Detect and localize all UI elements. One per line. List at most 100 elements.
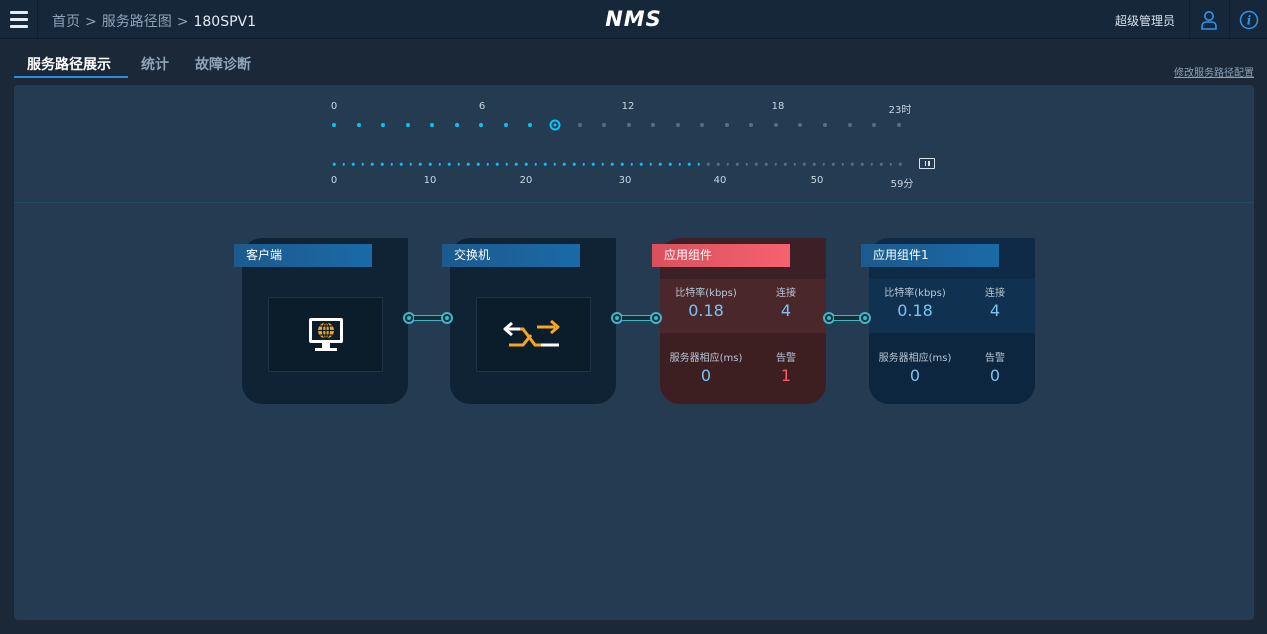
minute-marker[interactable] [879, 162, 883, 166]
minute-marker[interactable] [755, 162, 758, 166]
hour-marker[interactable] [700, 123, 705, 127]
modify-service-path-config-link[interactable]: 修改服务路径配置 [1174, 68, 1254, 79]
hour-marker[interactable] [823, 123, 827, 127]
hour-marker[interactable] [896, 123, 901, 127]
minute-marker[interactable] [870, 162, 873, 166]
hour-marker[interactable] [651, 123, 656, 127]
user-icon[interactable] [1189, 0, 1227, 39]
minute-marker[interactable] [716, 162, 720, 166]
minute-marker[interactable] [831, 162, 835, 166]
hour-marker[interactable] [798, 123, 803, 127]
path-node-app-component[interactable]: 比特率(kbps) 0.18 连接 4 服务器相应(ms) 0 告警 1 应用组… [652, 238, 826, 404]
breadcrumb-home[interactable]: 首页 [52, 14, 80, 30]
minute-marker[interactable] [563, 162, 566, 166]
minute-marker[interactable] [735, 162, 739, 166]
tab-fault-diagnosis[interactable]: 故障诊断 [195, 57, 251, 73]
minute-marker[interactable] [620, 162, 624, 166]
minute-marker[interactable] [399, 162, 403, 166]
hour-marker[interactable] [773, 123, 778, 127]
minute-marker[interactable] [390, 162, 393, 166]
minute-marker[interactable] [899, 162, 902, 166]
minute-marker[interactable] [543, 162, 547, 166]
minute-tick-label: 30 [618, 175, 632, 186]
hour-marker[interactable] [847, 123, 852, 127]
minute-marker[interactable] [505, 162, 509, 166]
hour-marker-current[interactable] [549, 119, 561, 131]
minute-marker[interactable] [419, 162, 422, 166]
minute-marker[interactable] [697, 162, 701, 166]
minute-marker[interactable] [380, 162, 384, 166]
user-name[interactable]: 超级管理员 [1114, 14, 1175, 28]
minute-marker[interactable] [678, 162, 681, 166]
minute-marker[interactable] [371, 162, 374, 166]
minute-marker[interactable] [351, 162, 355, 166]
hour-marker[interactable] [381, 123, 386, 127]
minute-marker[interactable] [495, 162, 499, 166]
hour-marker[interactable] [356, 123, 361, 127]
hour-marker[interactable] [626, 123, 631, 127]
minute-marker[interactable] [764, 162, 768, 166]
minute-marker[interactable] [841, 162, 845, 166]
minute-marker[interactable] [889, 162, 893, 166]
minute-marker[interactable] [726, 162, 729, 166]
minute-marker[interactable] [591, 162, 595, 166]
breadcrumb-service-path[interactable]: 服务路径图 [101, 14, 172, 30]
minute-marker[interactable] [515, 162, 518, 166]
minute-marker[interactable] [572, 162, 576, 166]
minute-marker[interactable] [783, 162, 787, 166]
minute-marker[interactable] [553, 162, 557, 166]
hour-marker[interactable] [528, 123, 533, 127]
menu-icon[interactable] [0, 0, 38, 39]
hour-marker[interactable] [430, 123, 435, 127]
minute-marker[interactable] [822, 162, 825, 166]
hour-marker[interactable] [872, 123, 877, 127]
minute-marker[interactable] [486, 162, 489, 166]
path-node-client[interactable]: 客户端 [234, 238, 408, 404]
hour-marker[interactable] [602, 123, 607, 127]
hour-marker[interactable] [503, 123, 508, 127]
minute-marker[interactable] [639, 162, 643, 166]
hour-marker[interactable] [749, 123, 754, 127]
info-icon[interactable]: i [1229, 0, 1267, 39]
minute-marker[interactable] [457, 162, 461, 166]
minute-marker[interactable] [409, 162, 413, 166]
minute-marker[interactable] [803, 162, 806, 166]
minute-marker[interactable] [582, 162, 585, 166]
minute-marker[interactable] [534, 162, 537, 166]
minute-marker[interactable] [524, 162, 528, 166]
minute-marker[interactable] [342, 162, 345, 166]
minute-marker[interactable] [745, 162, 749, 166]
minute-marker[interactable] [361, 162, 365, 166]
hour-marker[interactable] [577, 123, 582, 127]
minute-marker[interactable] [438, 162, 441, 166]
tab-service-path-display[interactable]: 服务路径展示 [27, 57, 111, 73]
minute-marker[interactable] [668, 162, 672, 166]
minute-marker[interactable] [447, 162, 451, 166]
hour-marker[interactable] [454, 123, 459, 127]
minute-marker[interactable] [428, 162, 432, 166]
minute-marker[interactable] [774, 162, 777, 166]
minute-marker[interactable] [812, 162, 816, 166]
minute-marker[interactable] [659, 162, 662, 166]
minute-marker[interactable] [601, 162, 605, 166]
minute-marker[interactable] [707, 162, 710, 166]
minute-marker[interactable] [630, 162, 633, 166]
minute-marker[interactable] [793, 162, 797, 166]
hour-marker[interactable] [675, 123, 680, 127]
minute-marker[interactable] [687, 162, 691, 166]
minute-marker[interactable] [611, 162, 614, 166]
hour-marker[interactable] [724, 123, 729, 127]
minute-marker[interactable] [649, 162, 653, 166]
pause-button[interactable] [919, 158, 935, 169]
minute-marker[interactable] [467, 162, 470, 166]
tab-statistics[interactable]: 统计 [141, 57, 169, 73]
path-node-app-component-1[interactable]: 比特率(kbps) 0.18 连接 4 服务器相应(ms) 0 告警 0 应用组… [861, 238, 1035, 404]
hour-marker[interactable] [479, 123, 484, 127]
path-node-switch[interactable]: 交换机 [442, 238, 616, 404]
minute-marker[interactable] [332, 162, 336, 166]
minute-marker[interactable] [476, 162, 480, 166]
minute-marker[interactable] [860, 162, 864, 166]
minute-marker[interactable] [851, 162, 854, 166]
hour-marker[interactable] [332, 123, 336, 127]
hour-marker[interactable] [405, 123, 410, 127]
